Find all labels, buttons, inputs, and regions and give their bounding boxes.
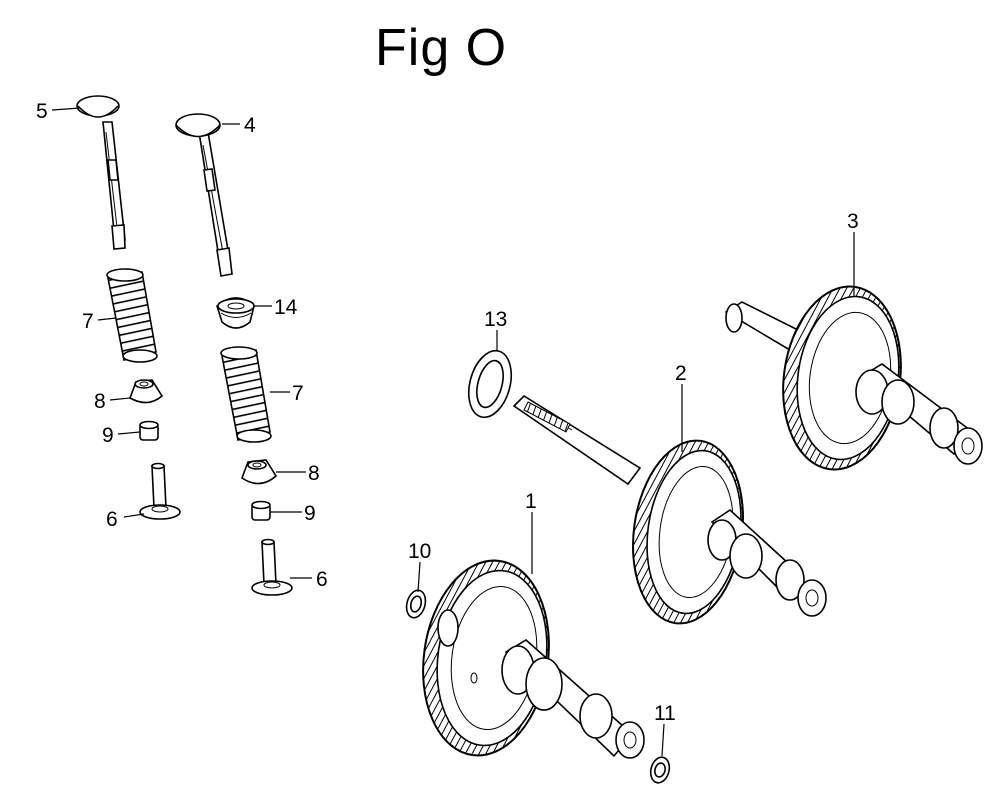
camshaft-gear-part-3 xyxy=(724,285,983,471)
callout-11: 11 xyxy=(654,702,676,725)
valve-spring-right xyxy=(220,346,272,443)
callout-7-right: 7 xyxy=(292,382,304,405)
valve-cotter-left xyxy=(139,420,159,441)
callout-3: 3 xyxy=(847,210,859,233)
callout-7-left: 7 xyxy=(82,310,94,333)
washer-part-11 xyxy=(649,756,671,784)
valve-exhaust-part-5 xyxy=(76,95,126,250)
callout-9-left: 9 xyxy=(102,424,114,447)
spring-retainer-left xyxy=(129,379,164,404)
camshaft-gear-part-1 xyxy=(422,559,645,759)
valve-cotter-right xyxy=(251,500,271,521)
callout-13: 13 xyxy=(484,308,507,331)
callout-6-right: 6 xyxy=(316,568,328,591)
valve-intake-part-4 xyxy=(175,113,233,277)
callout-9-right: 9 xyxy=(304,502,316,525)
callout-1: 1 xyxy=(525,490,537,513)
callout-8-right: 8 xyxy=(308,462,320,485)
tappet-left xyxy=(139,462,181,520)
callout-10: 10 xyxy=(408,540,431,563)
callout-2: 2 xyxy=(675,362,687,385)
camshaft-gear-part-2 xyxy=(512,394,827,625)
thrust-washer-part-13 xyxy=(467,349,513,419)
callout-8-left: 8 xyxy=(94,390,106,413)
valve-stem-seal-part-14 xyxy=(216,297,255,329)
washer-part-10 xyxy=(405,589,427,619)
spring-retainer-right xyxy=(241,459,278,485)
callout-4: 4 xyxy=(244,114,256,137)
valve-spring-left xyxy=(106,268,158,363)
callout-labels: 5 4 7 7 14 8 8 9 9 6 6 13 2 3 1 10 11 xyxy=(36,100,859,725)
callout-14: 14 xyxy=(274,296,298,319)
leader-lines xyxy=(51,107,855,757)
callout-6-left: 6 xyxy=(106,508,118,531)
callout-5: 5 xyxy=(36,100,48,123)
figure-title: Fig O xyxy=(375,19,508,77)
tappet-right xyxy=(251,538,293,596)
